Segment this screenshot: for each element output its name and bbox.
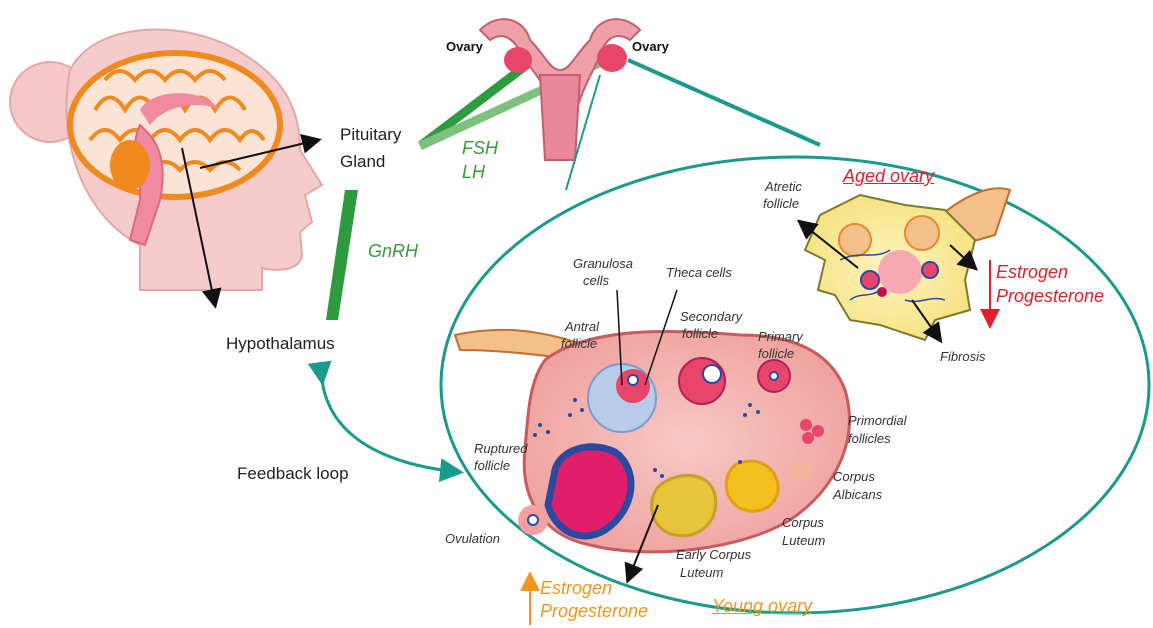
label-corpus-luteum-line1: Corpus xyxy=(782,516,824,531)
label-early-corpus-luteum-line1: Early Corpus xyxy=(676,548,751,563)
label-pituitary-line1: Pituitary xyxy=(340,125,401,145)
label-feedback-loop: Feedback loop xyxy=(237,464,349,484)
label-fibrosis: Fibrosis xyxy=(940,350,986,365)
label-young-ovary: Young ovary xyxy=(712,596,812,617)
label-corpus-albicans-line2: Albicans xyxy=(833,488,882,503)
label-hypothalamus: Hypothalamus xyxy=(226,334,335,354)
label-ruptured-line1: Ruptured xyxy=(474,442,527,457)
label-ovary-right: Ovary xyxy=(632,40,669,55)
label-secondary-line2: follicle xyxy=(682,327,718,342)
label-early-corpus-luteum-line2: Luteum xyxy=(680,566,723,581)
label-corpus-luteum-line2: Luteum xyxy=(782,534,825,549)
label-fsh: FSH xyxy=(462,138,498,159)
label-ovary-left: Ovary xyxy=(446,40,483,55)
gnrh-wedge xyxy=(326,190,358,320)
label-atretic-line2: follicle xyxy=(763,197,799,212)
label-ruptured-line2: follicle xyxy=(474,459,510,474)
uterus-illustration xyxy=(480,19,640,160)
label-young-progesterone: Progesterone xyxy=(540,601,648,622)
label-ovulation: Ovulation xyxy=(445,532,500,547)
label-aged-progesterone: Progesterone xyxy=(996,286,1104,307)
label-corpus-albicans-line1: Corpus xyxy=(833,470,875,485)
zoom-line-top xyxy=(628,60,820,145)
label-aged-ovary: Aged ovary xyxy=(843,166,934,187)
label-granulosa-line1: Granulosa xyxy=(573,257,633,272)
label-gnrh: GnRH xyxy=(368,241,418,262)
label-aged-estrogen: Estrogen xyxy=(996,262,1068,283)
label-secondary-line1: Secondary xyxy=(680,310,742,325)
label-primary-line1: Primary xyxy=(758,330,803,345)
label-antral-line1: Antral xyxy=(565,320,599,335)
label-primordial-line1: Primordial xyxy=(848,414,907,429)
feedback-loop-arrow xyxy=(322,380,458,472)
head-illustration xyxy=(10,30,322,290)
label-granulosa-line2: cells xyxy=(583,274,609,289)
label-young-estrogen: Estrogen xyxy=(540,578,612,599)
label-primary-line2: follicle xyxy=(758,347,794,362)
label-theca: Theca cells xyxy=(666,266,732,281)
label-pituitary-line2: Gland xyxy=(340,152,385,172)
aged-ovary-illustration xyxy=(805,188,1010,340)
label-primordial-line2: follicles xyxy=(848,432,891,447)
label-atretic-line1: Atretic xyxy=(765,180,802,195)
label-lh: LH xyxy=(462,162,485,183)
label-antral-line2: follicle xyxy=(561,337,597,352)
